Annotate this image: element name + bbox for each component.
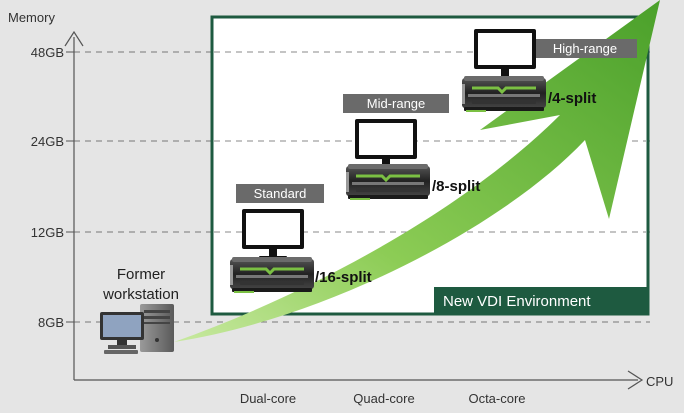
axes — [64, 30, 644, 390]
x-tick-dual-core: Dual-core — [240, 391, 296, 406]
y-tick-8gb: 8GB — [38, 315, 64, 330]
y-tick-48gb: 48GB — [31, 45, 64, 60]
badge-standard-bg — [236, 184, 324, 203]
badge-standard: Standard — [254, 186, 307, 201]
split-mid-range: /8-split — [432, 178, 480, 195]
tier-standard: Standard /16-split — [228, 184, 372, 295]
vdi-label: New VDI Environment — [443, 293, 591, 310]
badge-high-range-bg — [533, 39, 637, 58]
tier-high-range: High-range /4-split — [460, 29, 637, 114]
badge-mid-range-bg — [343, 94, 449, 113]
gpu-card-icon — [460, 74, 548, 114]
x-axis-title: CPU — [646, 374, 673, 389]
former-label-line1: Former — [117, 266, 165, 283]
split-high-range: /4-split — [548, 90, 596, 107]
y-tick-12gb: 12GB — [31, 225, 64, 240]
y-axis-title: Memory — [8, 10, 55, 25]
x-tick-quad-core: Quad-core — [353, 391, 414, 406]
y-tick-24gb: 24GB — [31, 134, 64, 149]
x-tick-octa-core: Octa-core — [468, 391, 525, 406]
former-label-line2: workstation — [102, 286, 179, 303]
gpu-card-icon — [344, 162, 432, 202]
tier-mid-range: Mid-range /8-split — [343, 94, 480, 202]
badge-high-range: High-range — [553, 41, 617, 56]
badge-mid-range: Mid-range — [367, 96, 426, 111]
split-standard: /16-split — [315, 269, 372, 286]
gpu-card-icon — [228, 255, 316, 295]
desktop-workstation-icon — [100, 304, 174, 354]
vdi-label-bg — [434, 287, 648, 314]
